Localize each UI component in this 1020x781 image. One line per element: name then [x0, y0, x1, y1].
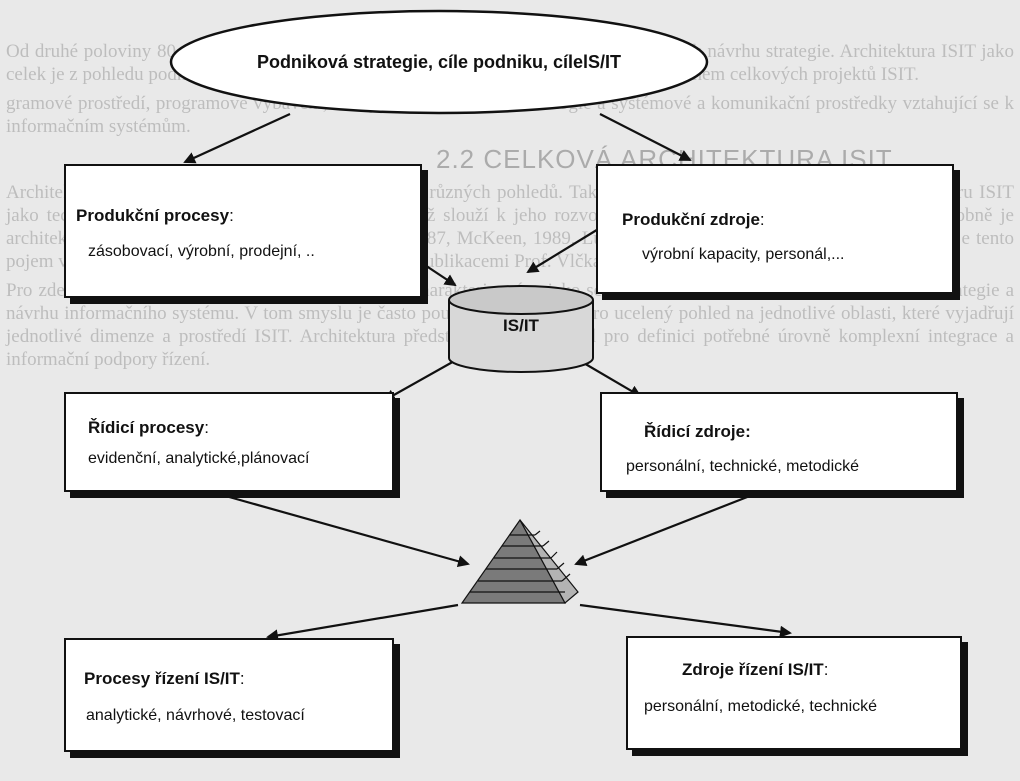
isit-label: IS/IT [503, 316, 539, 335]
box-produkcni-zdroje: Produkční zdroje: výrobní kapacity, pers… [596, 164, 954, 294]
box-description: zásobovací, výrobní, prodejní, .. [88, 243, 315, 260]
strategy-label: Podniková strategie, cíle podniku, cílel… [256, 51, 622, 72]
box-ridici-zdroje: Řídicí zdroje: personální, technické, me… [600, 392, 958, 492]
arrow-pyramid-to-zdroje-rizeni [579, 603, 792, 638]
box-title: Řídicí procesy: [88, 418, 209, 437]
box-description: výrobní kapacity, personál,... [642, 246, 845, 263]
pyramid-icon [460, 518, 579, 604]
box-description: evidenční, analytické,plánovací [88, 450, 310, 467]
box-title: Procesy řízení IS/IT: [84, 669, 245, 688]
arrow-ridici-procesy-to-pyramid [214, 491, 470, 568]
arrow-strategy-to-produkcni-zdroje [599, 113, 692, 161]
box-ridici-procesy: Řídicí procesy: evidenční, analytické,pl… [64, 392, 394, 492]
arrow-strategy-to-produkcni-procesy [183, 112, 291, 164]
box-title: Řídicí zdroje: [644, 422, 751, 441]
box-title: Produkční procesy: [76, 206, 234, 225]
database-cylinder-icon [448, 285, 594, 373]
box-procesy-rizeni-isit: Procesy řízení IS/IT: analytické, návrho… [64, 638, 394, 752]
arrow-produkcni-zdroje-to-isit [526, 227, 601, 274]
box-description: personální, metodické, technické [644, 698, 878, 715]
box-description: analytické, návrhové, testovací [86, 707, 305, 724]
arrow-pyramid-to-procesy-rizeni [266, 603, 459, 642]
box-title: Produkční zdroje: [622, 210, 765, 229]
box-description: personální, technické, metodické [626, 458, 860, 475]
box-produkcni-procesy: Produkční procesy: zásobovací, výrobní, … [64, 164, 422, 298]
arrow-ridici-zdroje-to-pyramid [574, 490, 761, 566]
box-zdroje-rizeni-isit: Zdroje řízení IS/IT: personální, metodic… [626, 636, 962, 750]
box-title: Zdroje řízení IS/IT: [682, 660, 829, 679]
strategy-ellipse [169, 9, 709, 115]
